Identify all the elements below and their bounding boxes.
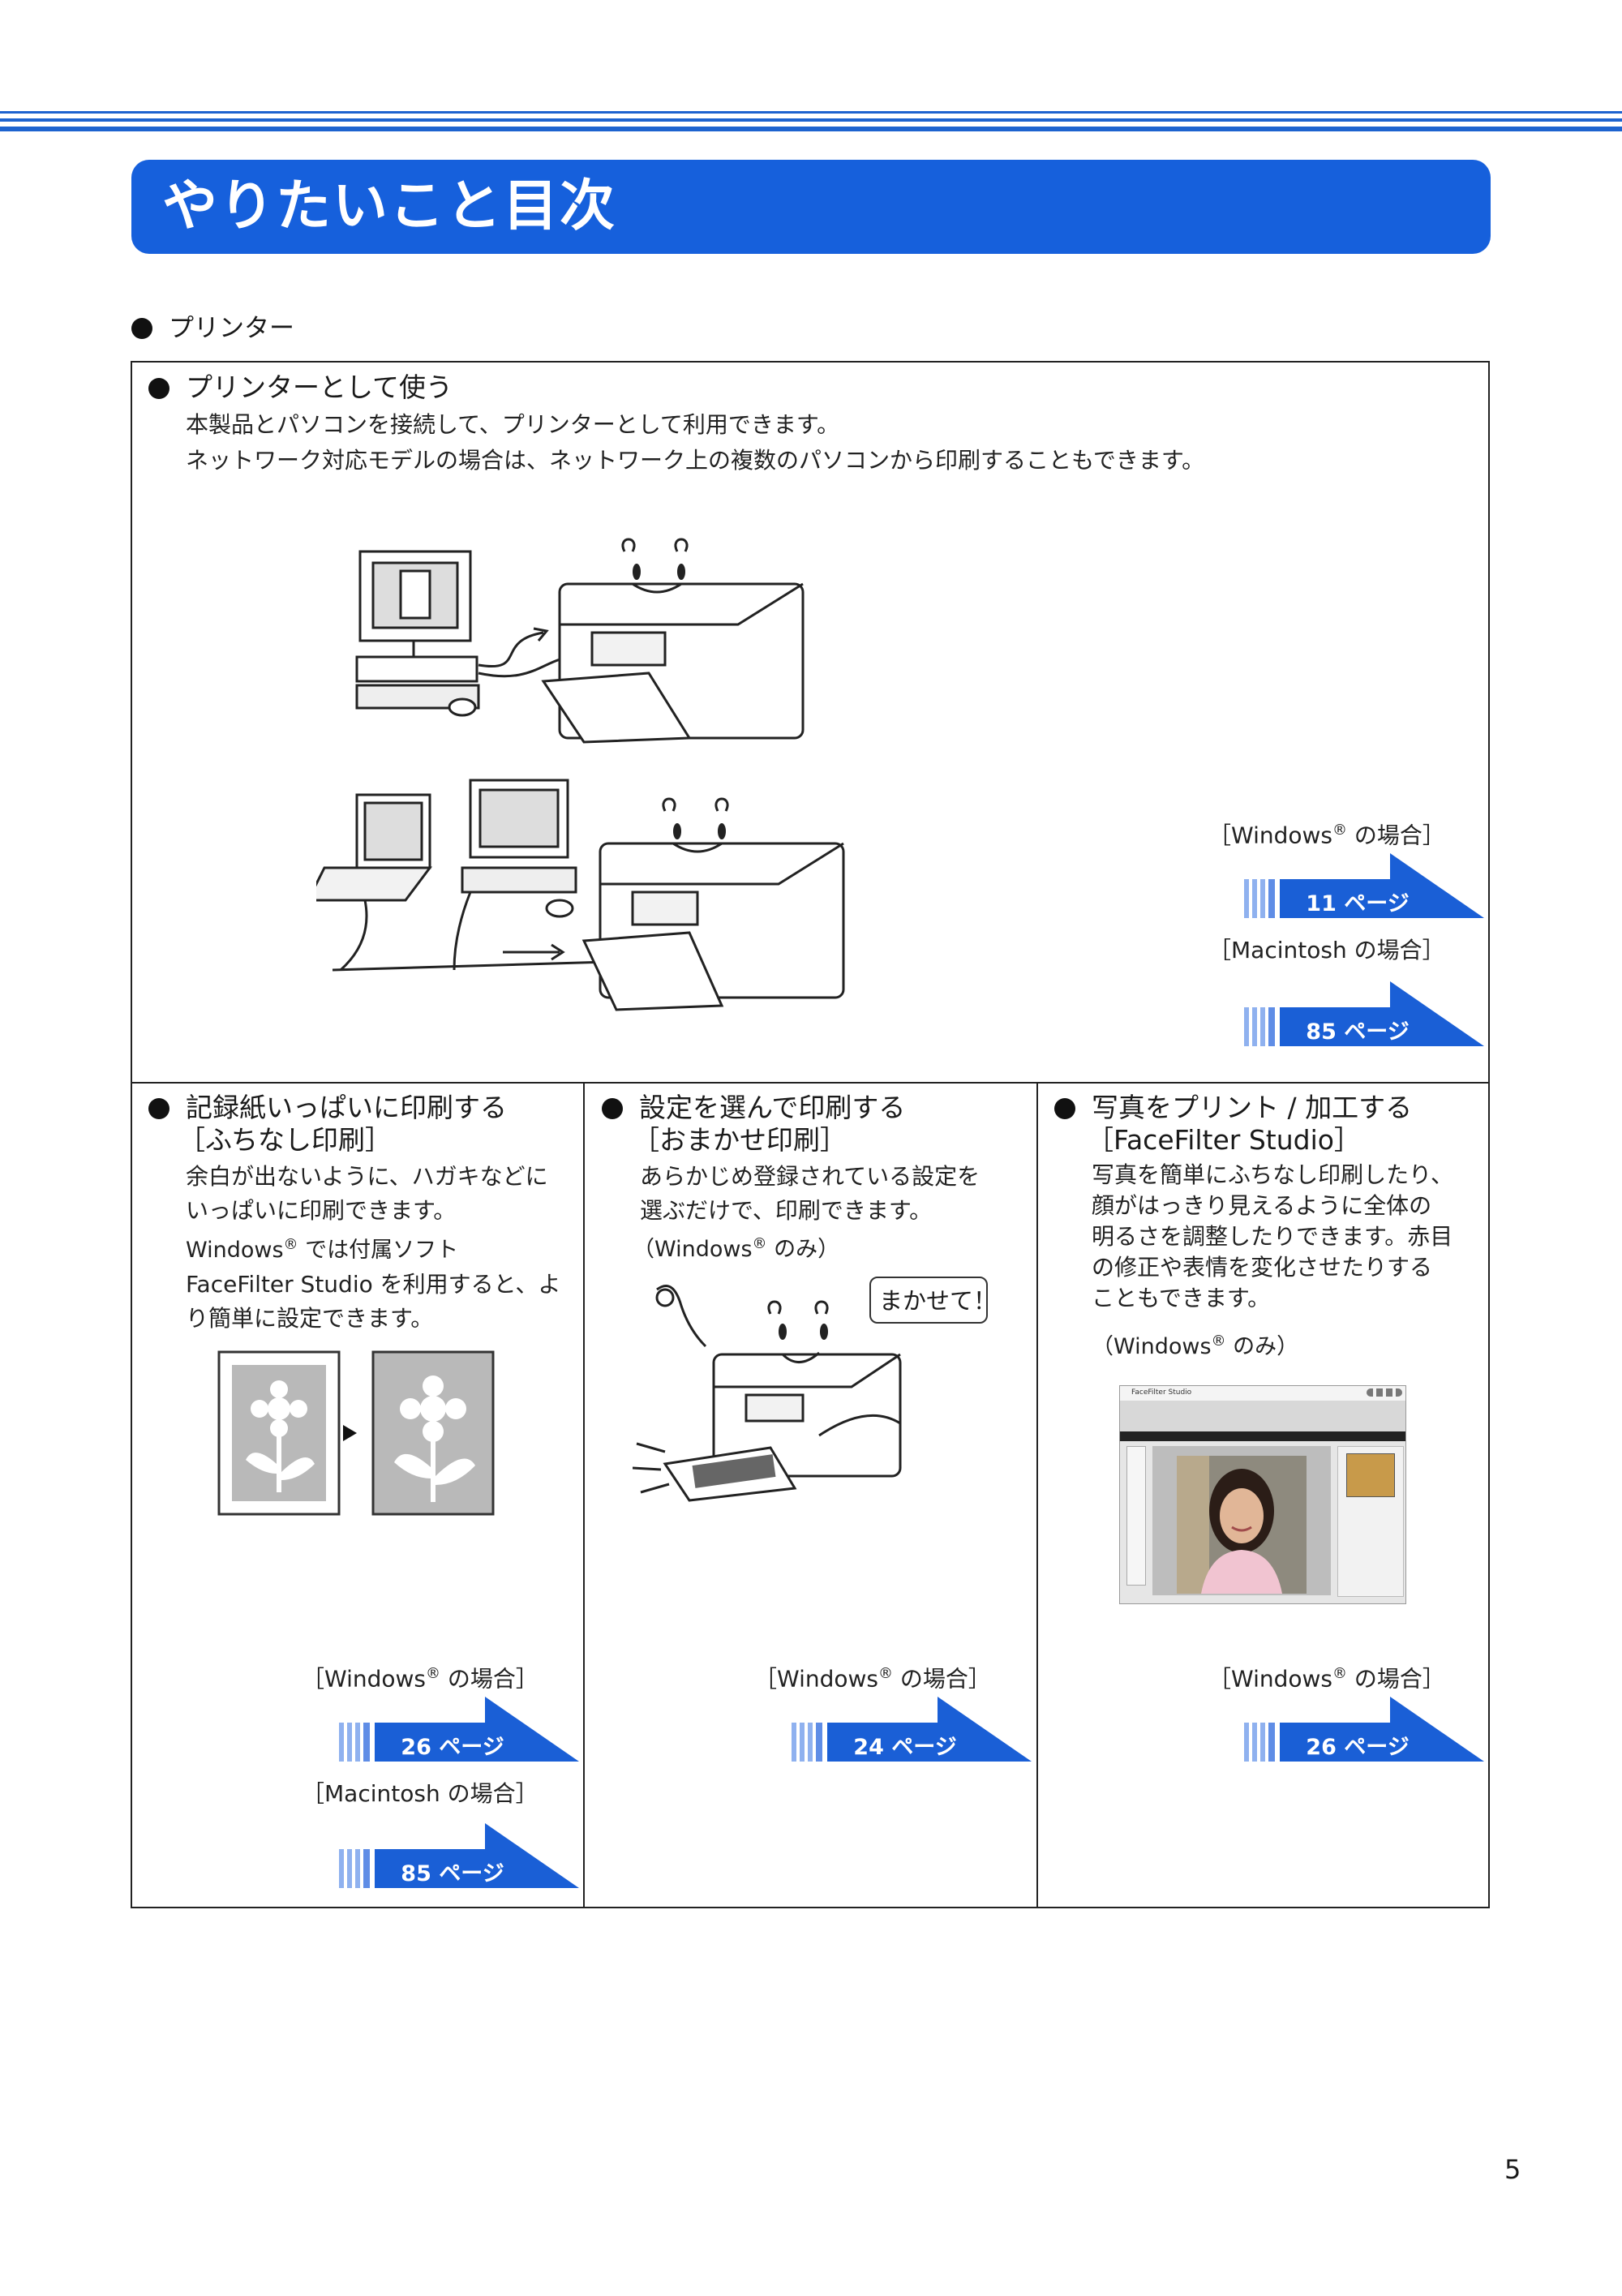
section-label-text: プリンター (169, 314, 294, 343)
facefilter-toolbar (1120, 1401, 1405, 1431)
section-label: プリンター (131, 311, 294, 346)
bullet-icon (602, 1098, 623, 1119)
facefilter-app-title: FaceFilter Studio (1131, 1388, 1192, 1397)
borderless-description: 余白が出ないように、ハガキなどに いっぱいに印刷できます。 Windows® で… (186, 1163, 561, 1332)
facefilter-tabbar (1120, 1431, 1405, 1441)
borderless-heading: 記録紙いっぱいに印刷する (148, 1090, 507, 1126)
borderless-mac-case: ［Macintosh の場合］ (302, 1780, 539, 1807)
printer-use-windows-case: ［Windows® の場合］ (1208, 822, 1445, 849)
bullet-icon (131, 318, 152, 339)
painting-thumbnail (1346, 1453, 1395, 1497)
auto-print-heading: 設定を選んで印刷する (602, 1090, 905, 1126)
header-stripe-mid (0, 118, 1622, 122)
page-number: 5 (1504, 2154, 1521, 2185)
auto-print-subheading: ［おまかせ印刷］ (633, 1124, 847, 1156)
photo-subheading: ［FaceFilter Studio］ (1087, 1124, 1361, 1156)
photo-windows-case: ［Windows® の場合］ (1208, 1665, 1445, 1693)
printer-use-mac-page-link[interactable]: 85 ページ (1244, 981, 1484, 1051)
bullet-icon (148, 378, 169, 399)
printer-use-description: 本製品とパソコンを接続して、プリンターとして利用できます。 ネットワーク対応モデ… (186, 411, 1205, 474)
printer-use-mac-case: ［Macintosh の場合］ (1208, 937, 1445, 963)
grid-divider-horizontal (131, 1082, 1490, 1084)
grid-divider-vertical-2 (1036, 1082, 1038, 1908)
page-title: やりたいこと目次 (162, 174, 617, 238)
facefilter-photo-frame (1152, 1446, 1331, 1595)
speech-bubble-text: まかせて！ (879, 1287, 998, 1315)
auto-print-windows-page-link[interactable]: 24 ページ (792, 1697, 1032, 1766)
pc-printer-illustration (355, 538, 805, 744)
facefilter-titlebar: FaceFilter Studio (1120, 1386, 1405, 1401)
photo-description: 写真を簡単にふちなし印刷したり、 顔がはっきり見えるように全体の 明るさを調整し… (1092, 1161, 1454, 1311)
facefilter-left-panel (1126, 1446, 1146, 1586)
grid-divider-vertical-1 (583, 1082, 585, 1908)
photo-windows-only: （Windows® のみ） (1092, 1333, 1299, 1359)
photo-heading: 写真をプリント / 加工する (1054, 1090, 1412, 1126)
borderless-subheading: ［ふちなし印刷］ (178, 1124, 393, 1156)
borderless-mac-page-link[interactable]: 85 ページ (339, 1823, 579, 1893)
auto-print-description: あらかじめ登録されている設定を 選ぶだけで、印刷できます。 (640, 1163, 980, 1224)
network-illustration (316, 779, 845, 1011)
title-banner: やりたいこと目次 (131, 160, 1491, 254)
facefilter-screenshot: FaceFilter Studio (1119, 1385, 1406, 1604)
facefilter-right-panel (1337, 1446, 1404, 1597)
header-stripe-thin (0, 111, 1622, 114)
auto-print-windows-only: （Windows® のみ） (633, 1235, 840, 1262)
borderless-flower-illustration (217, 1350, 495, 1516)
content-box (131, 361, 1490, 1908)
bullet-icon (148, 1098, 169, 1119)
auto-print-windows-case: ［Windows® の場合］ (754, 1665, 991, 1693)
header-stripe-thick (0, 127, 1622, 131)
auto-print-mascot-illustration (633, 1285, 902, 1502)
borderless-windows-page-link[interactable]: 26 ページ (339, 1697, 579, 1766)
portrait-photo (1177, 1456, 1307, 1594)
speech-bubble: まかせて！ (869, 1277, 997, 1324)
photo-windows-page-link[interactable]: 26 ページ (1244, 1697, 1484, 1766)
window-controls-icon (1367, 1388, 1402, 1397)
borderless-windows-case: ［Windows® の場合］ (302, 1665, 539, 1693)
printer-use-heading: プリンターとして使う (148, 370, 453, 406)
printer-use-windows-page-link[interactable]: 11 ページ (1244, 853, 1484, 923)
bullet-icon (1054, 1098, 1075, 1119)
